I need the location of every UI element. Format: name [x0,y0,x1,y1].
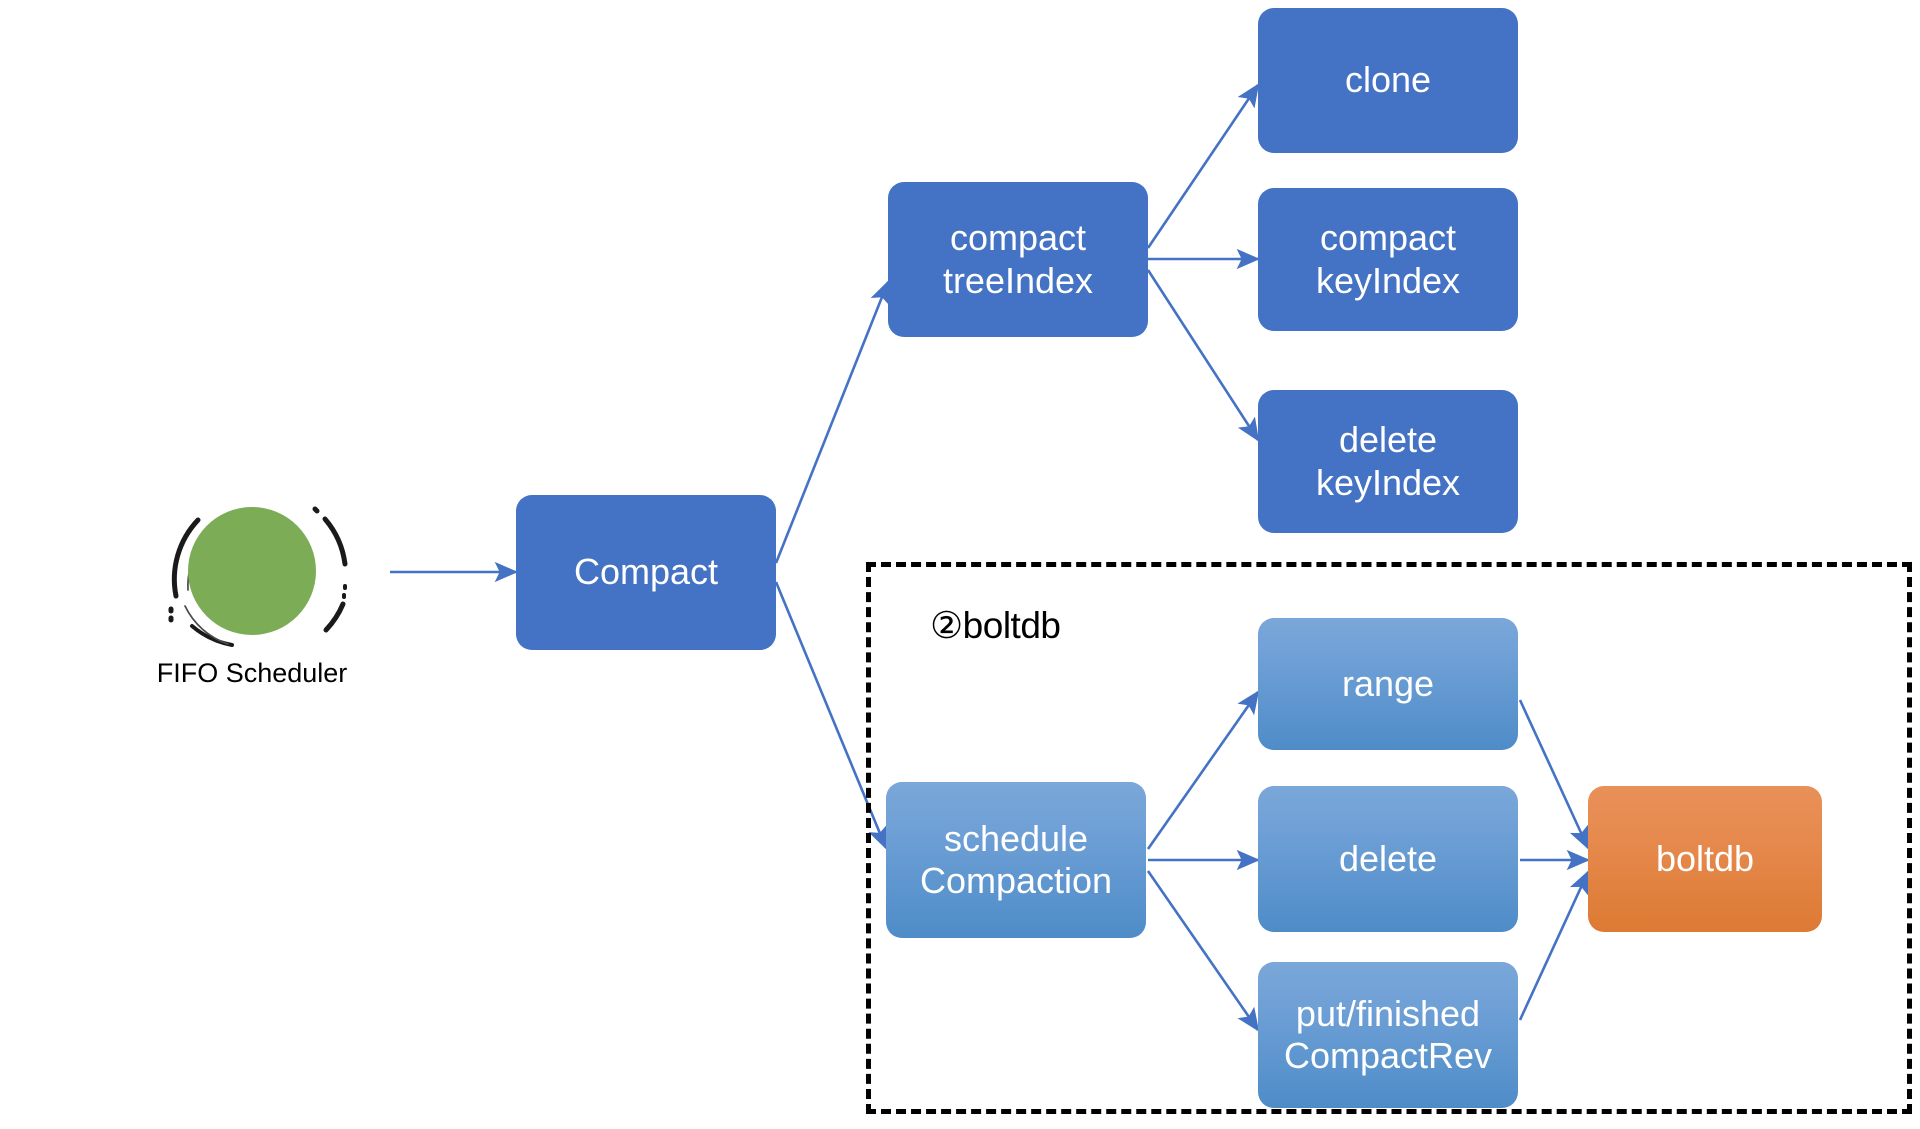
node-range[interactable]: range [1258,618,1518,750]
fifo-scheduler-label: FIFO Scheduler [156,658,348,688]
node-schedule-compaction[interactable]: schedule Compaction [886,782,1146,938]
node-compact-treeindex[interactable]: compact treeIndex [888,182,1148,337]
node-delete-keyindex[interactable]: delete keyIndex [1258,390,1518,533]
node-compact-keyindex[interactable]: compact keyIndex [1258,188,1518,331]
fifo-scheduler-circle [188,507,316,635]
fifo-scheduler: FIFO Scheduler [140,478,380,688]
node-delete[interactable]: delete [1258,786,1518,932]
node-put-finished-compactrev[interactable]: put/finished CompactRev [1258,962,1518,1108]
edge-compact-treeindex-to-clone [1146,83,1260,249]
boltdb-group-label: ②boltdb [930,605,1061,646]
boltdb-group-box [866,562,1912,1114]
node-clone[interactable]: clone [1258,8,1518,153]
edge-compact-treeindex-to-delete-keyindex [1146,269,1260,442]
edge-compact-to-compact-treeindex [774,280,890,564]
node-compact[interactable]: Compact [516,495,776,650]
node-boltdb[interactable]: boltdb [1588,786,1822,932]
